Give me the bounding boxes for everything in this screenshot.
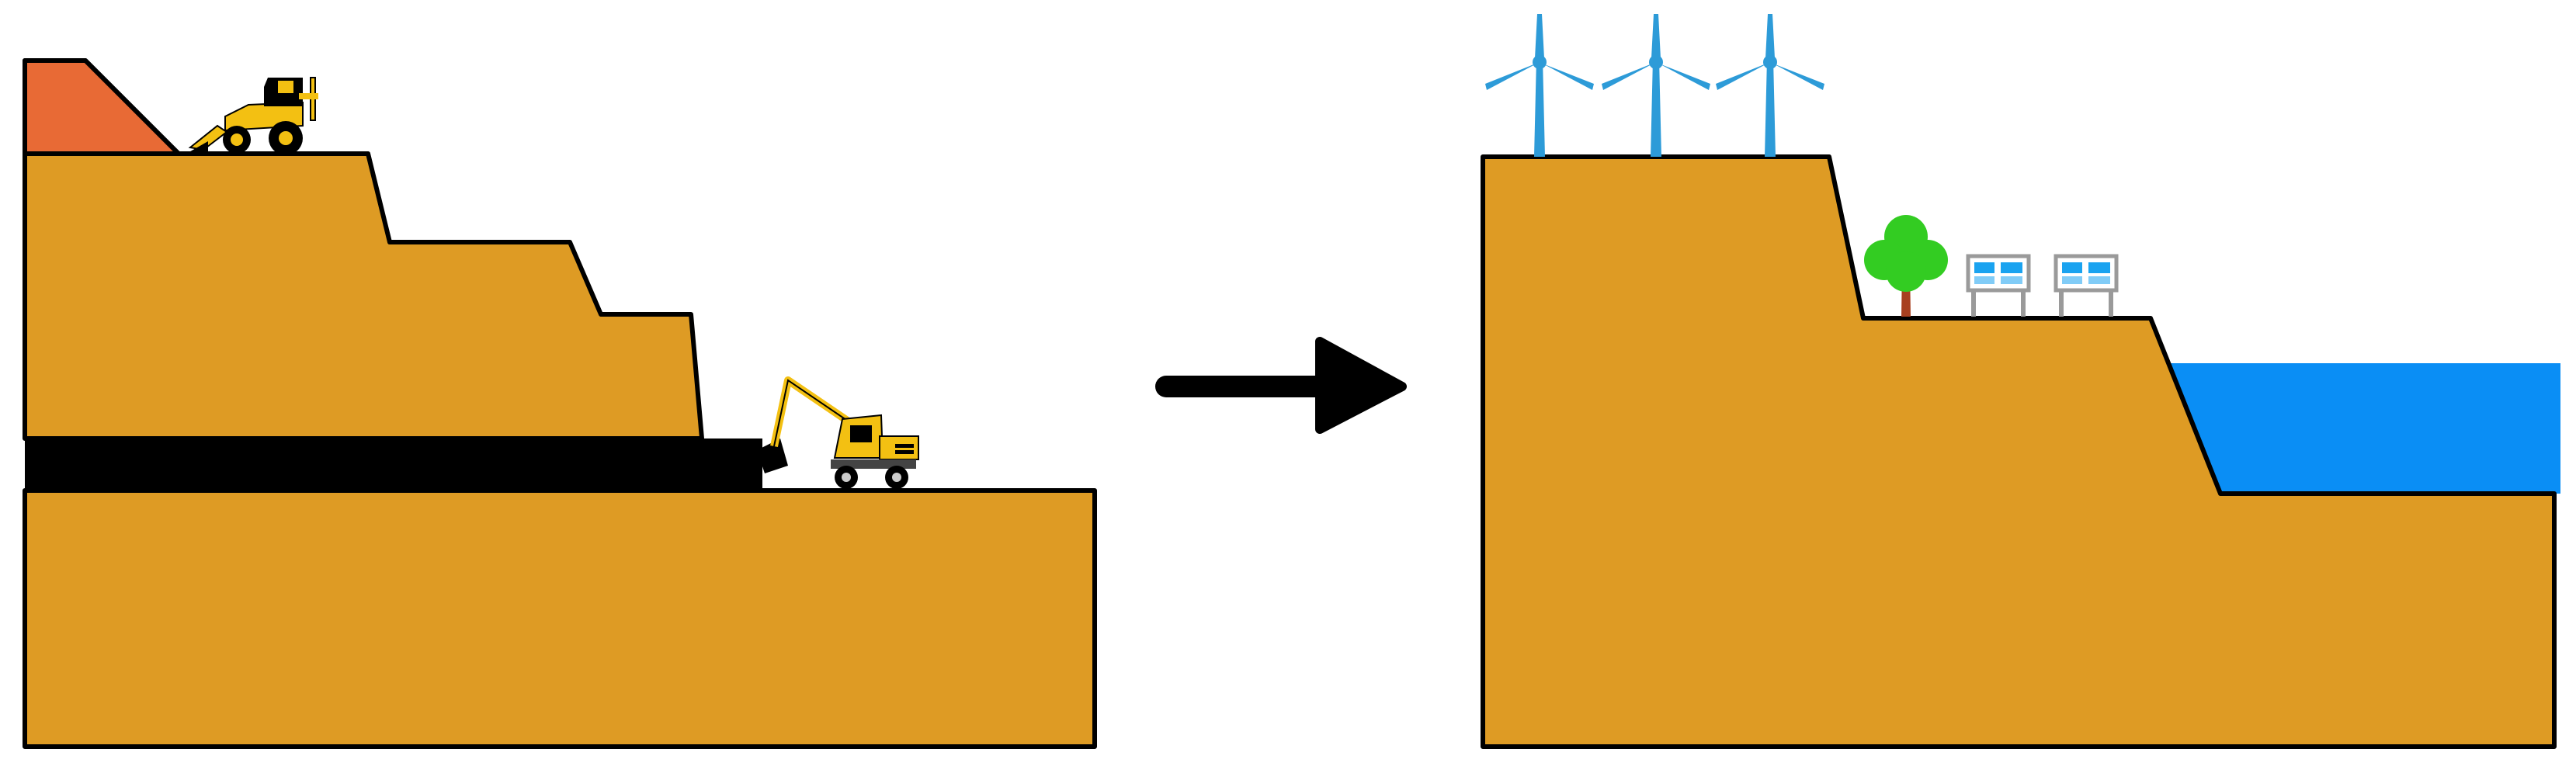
after-reclamation-scene — [1481, 14, 2560, 749]
backhoe-loader — [186, 77, 318, 155]
right-arrow — [1155, 337, 1407, 434]
wind-turbine — [1602, 14, 1710, 157]
water-body — [2161, 363, 2560, 494]
bedrock-layer — [23, 488, 1097, 749]
coal-seam — [25, 438, 762, 491]
wind-turbine — [1716, 14, 1824, 157]
before-mining-scene — [23, 58, 1097, 749]
solar-panel — [1966, 254, 2031, 317]
solar-panel — [2054, 254, 2119, 317]
excavator — [757, 376, 919, 489]
tree — [1864, 215, 1948, 317]
overburden-layer — [23, 58, 181, 156]
wind-turbine — [1485, 14, 1594, 157]
reclaimed-landform — [1481, 154, 2557, 749]
